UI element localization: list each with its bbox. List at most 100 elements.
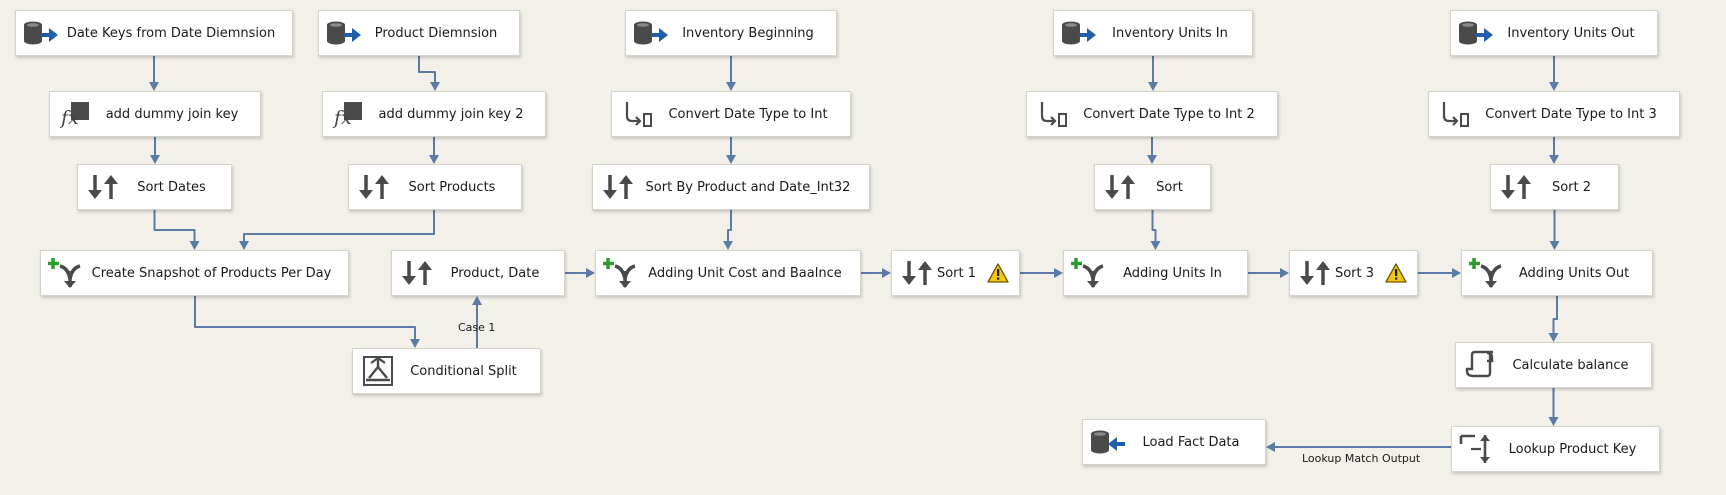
sort-icon [599,169,637,205]
data-path-n15-n22[interactable] [1549,210,1560,250]
component-convert-date-type-to-int-3[interactable]: Convert Date Type to Int 3 [1428,91,1680,137]
component-inventory-beginning[interactable]: Inventory Beginning [625,10,837,56]
data-path-n7-n12[interactable] [429,137,439,164]
data-path-n13-n18[interactable] [723,210,733,250]
data-path-n2-n7[interactable] [418,56,440,91]
component-adding-unit-cost-and-baalnce[interactable]: Adding Unit Cost and Baalnce [595,250,861,296]
data-path-n25-n26[interactable] [1266,442,1451,452]
source-icon [632,15,670,51]
component-sort-1[interactable]: Sort 1 [891,250,1020,296]
data-path-n12-n16[interactable] [239,210,435,250]
data-path-n17-n18[interactable] [565,268,595,278]
component-label: Sort 3 [1334,265,1375,281]
component-label: Inventory Units In [1112,25,1228,41]
component-product-date[interactable]: Product, Date [391,250,565,296]
component-adding-units-in[interactable]: Adding Units In [1063,250,1248,296]
merge-join-icon [47,255,85,291]
component-label: Sort Products [408,179,496,195]
data-conversion-icon [1435,96,1473,132]
data-path-n21-n22[interactable] [1418,268,1461,278]
component-load-fact-data[interactable]: Load Fact Data [1082,419,1266,465]
merge-join-icon [1070,255,1108,291]
derived-column-icon: fx [329,96,367,132]
component-label: add dummy join key 2 [378,106,524,122]
warning-icon[interactable] [987,263,1009,283]
data-path-n4-n9[interactable] [1148,56,1158,91]
component-adding-units-out[interactable]: Adding Units Out [1461,250,1653,296]
data-path-n22-n24[interactable] [1548,296,1559,342]
data-path-n16-n23[interactable] [194,296,420,348]
data-path-n9-n14[interactable] [1147,137,1157,164]
component-label: Sort [1156,179,1183,195]
path-label: Lookup Match Output [1302,452,1421,465]
data-path-n23-n17[interactable] [472,296,482,348]
component-label: Product, Date [450,265,540,281]
component-add-dummy-join-key-2[interactable]: fx add dummy join key 2 [322,91,546,137]
component-sort[interactable]: Sort [1094,164,1211,210]
data-path-n1-n6[interactable] [149,56,159,91]
component-label: Adding Units Out [1518,265,1630,281]
data-path-n5-n10[interactable] [1549,56,1559,91]
warning-icon[interactable] [1385,263,1407,283]
component-product-diemnsion[interactable]: Product Diemnsion [318,10,520,56]
lookup-icon [1458,431,1496,467]
data-path-n19-n20[interactable] [1020,268,1063,278]
derived-column-icon: fx [56,96,94,132]
component-sort-3[interactable]: Sort 3 [1289,250,1418,296]
svg-text:fx: fx [59,107,79,128]
component-label: Sort Dates [137,179,206,195]
data-path-n24-n25[interactable] [1548,388,1559,426]
data-path-n20-n21[interactable] [1248,268,1289,278]
component-sort-by-product-and-date-int32[interactable]: Sort By Product and Date_Int32 [592,164,870,210]
component-label: Conditional Split [410,363,517,379]
sort-icon [1101,169,1139,205]
component-create-snapshot-of-products-per-day[interactable]: Create Snapshot of Products Per Day [40,250,349,296]
sort-icon [84,169,122,205]
data-path-n10-n15[interactable] [1549,137,1559,164]
component-conditional-split[interactable]: Conditional Split [352,348,541,394]
merge-join-icon [1468,255,1506,291]
component-label: Inventory Beginning [682,25,814,41]
component-sort-products[interactable]: Sort Products [348,164,522,210]
data-path-n8-n13[interactable] [726,137,736,164]
component-label: Load Fact Data [1142,434,1240,450]
component-lookup-product-key[interactable]: Lookup Product Key [1451,426,1660,472]
data-path-n11-n16[interactable] [153,210,200,250]
merge-join-icon [602,255,640,291]
data-path-n14-n20[interactable] [1150,210,1161,250]
data-path-n18-n19[interactable] [861,268,891,278]
source-icon [1060,15,1098,51]
component-label: Date Keys from Date Diemnsion [66,25,276,41]
component-label: Sort 1 [936,265,977,281]
destination-icon [1089,424,1127,460]
source-icon [325,15,363,51]
component-convert-date-type-to-int[interactable]: Convert Date Type to Int [611,91,851,137]
data-conversion-icon [618,96,656,132]
component-inventory-units-in[interactable]: Inventory Units In [1053,10,1253,56]
component-label: Create Snapshot of Products Per Day [91,265,332,281]
path-label: Case 1 [458,321,496,334]
sort-icon [1296,255,1334,291]
source-icon [1457,15,1495,51]
component-sort-dates[interactable]: Sort Dates [77,164,232,210]
component-sort-2[interactable]: Sort 2 [1490,164,1619,210]
component-label: add dummy join key [105,106,239,122]
component-date-keys-from-date-diemnsion[interactable]: Date Keys from Date Diemnsion [15,10,293,56]
component-label: Adding Unit Cost and Baalnce [648,265,842,281]
component-add-dummy-join-key[interactable]: fx add dummy join key [49,91,261,137]
component-calculate-balance[interactable]: Calculate balance [1455,342,1652,388]
sort-icon [898,255,936,291]
data-conversion-icon [1033,96,1071,132]
sort-icon [355,169,393,205]
conditional-split-icon [359,353,397,389]
script-component-icon [1462,347,1500,383]
component-label: Convert Date Type to Int 2 [1083,106,1255,122]
component-convert-date-type-to-int-2[interactable]: Convert Date Type to Int 2 [1026,91,1278,137]
component-inventory-units-out[interactable]: Inventory Units Out [1450,10,1658,56]
data-path-n6-n11[interactable] [150,137,160,164]
sort-icon [1497,169,1535,205]
data-path-n3-n8[interactable] [726,56,736,91]
sort-icon [398,255,436,291]
